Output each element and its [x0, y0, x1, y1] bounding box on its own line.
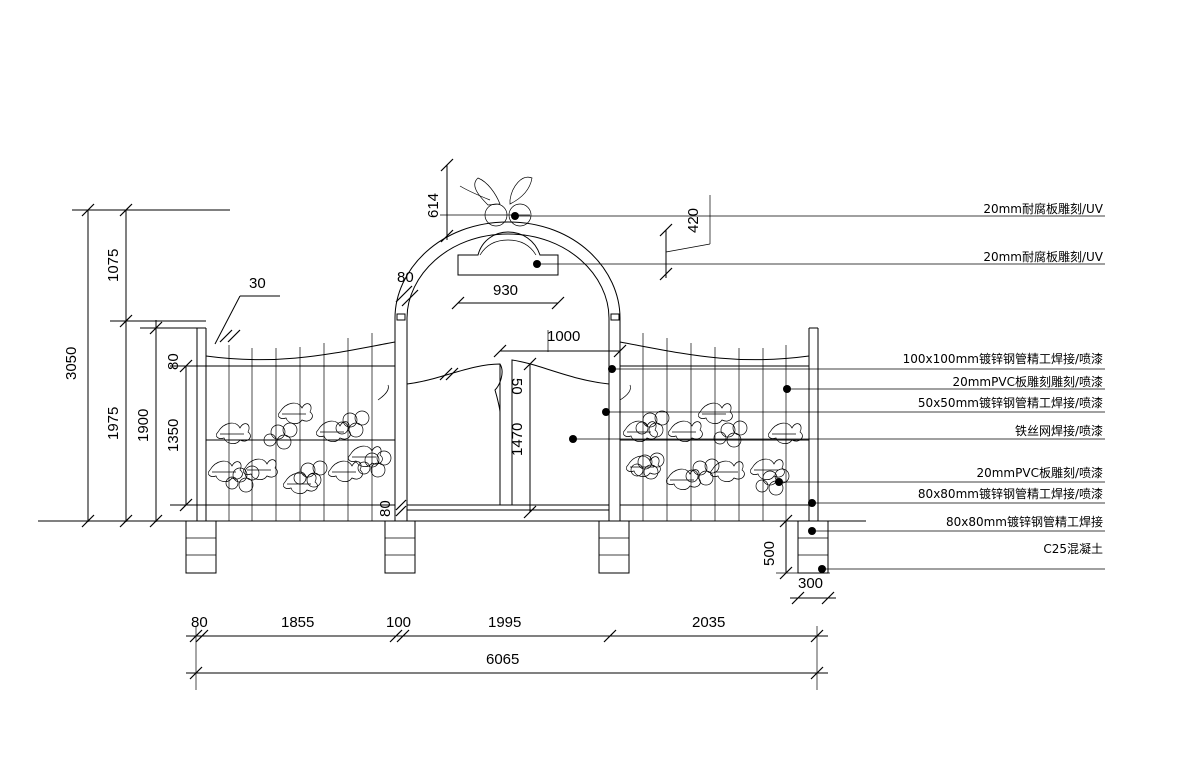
callout-leaders — [511, 212, 1105, 573]
material-notes: 20mm耐腐板雕刻/UV 20mm耐腐板雕刻/UV 100x100mm镀锌钢管精… — [903, 201, 1104, 556]
dim-crown-height: 614 — [425, 193, 442, 218]
dim-panel-height: 1350 — [165, 419, 182, 452]
dim-gate-width: 1000 — [547, 328, 580, 345]
note-post-tube-painted: 80x80mm镀锌钢管精工焊接/喷漆 — [918, 486, 1103, 501]
dim-seg-post-left: 80 — [191, 614, 208, 631]
right-fence-panel — [619, 327, 819, 521]
dim-crown-drop: 420 — [685, 208, 702, 233]
dim-post-width-top: 30 — [249, 275, 266, 292]
gate-arch — [394, 221, 621, 521]
dim-seg-post-mid: 100 — [386, 614, 411, 631]
note-wire-mesh: 铁丝网焊接/喷漆 — [1015, 423, 1103, 438]
gate-leaves — [377, 359, 631, 511]
dim-arch-tube: 80 — [397, 269, 414, 286]
dim-crown-width: 930 — [493, 282, 518, 299]
note-concrete: C25混凝土 — [1043, 541, 1103, 556]
dim-gate-tube: 50 — [508, 378, 525, 395]
left-fence-panel — [196, 327, 396, 521]
note-pvc-carving-a: 20mmPVC板雕刻雕刻/喷漆 — [952, 374, 1103, 389]
dim-total-height: 3050 — [63, 347, 80, 380]
note-crown-carving: 20mm耐腐板雕刻/UV — [983, 201, 1103, 216]
dimension-lines — [72, 158, 836, 690]
dim-post-height: 1900 — [135, 409, 152, 442]
dim-seg-left-panel: 1855 — [281, 614, 314, 631]
dim-seg-gate: 1995 — [488, 614, 521, 631]
dim-panel-top-offset: 80 — [165, 353, 182, 370]
dim-gate-bottom: 80 — [377, 500, 394, 517]
dimension-labels: 3050 1075 1975 1900 1350 80 30 614 930 4… — [63, 193, 823, 668]
dim-gate-height: 1470 — [509, 423, 526, 456]
dim-fence-height: 1975 — [105, 407, 122, 440]
dim-arch-height: 1075 — [105, 249, 122, 282]
note-arch-tube: 100x100mm镀锌钢管精工焊接/喷漆 — [903, 351, 1103, 366]
note-pvc-carving-b: 20mmPVC板雕刻/喷漆 — [976, 465, 1103, 480]
dim-footing-depth: 500 — [761, 541, 778, 566]
note-post-tube: 80x80mm镀锌钢管精工焊接 — [946, 514, 1103, 529]
dim-seg-right-panel: 2035 — [692, 614, 725, 631]
note-gate-tube: 50x50mm镀锌钢管精工焊接/喷漆 — [918, 395, 1103, 410]
concrete-footings — [185, 520, 829, 574]
dim-overall-length: 6065 — [486, 651, 519, 668]
dim-footing-width: 300 — [798, 575, 823, 592]
note-crown-base-carving: 20mm耐腐板雕刻/UV — [983, 249, 1103, 264]
